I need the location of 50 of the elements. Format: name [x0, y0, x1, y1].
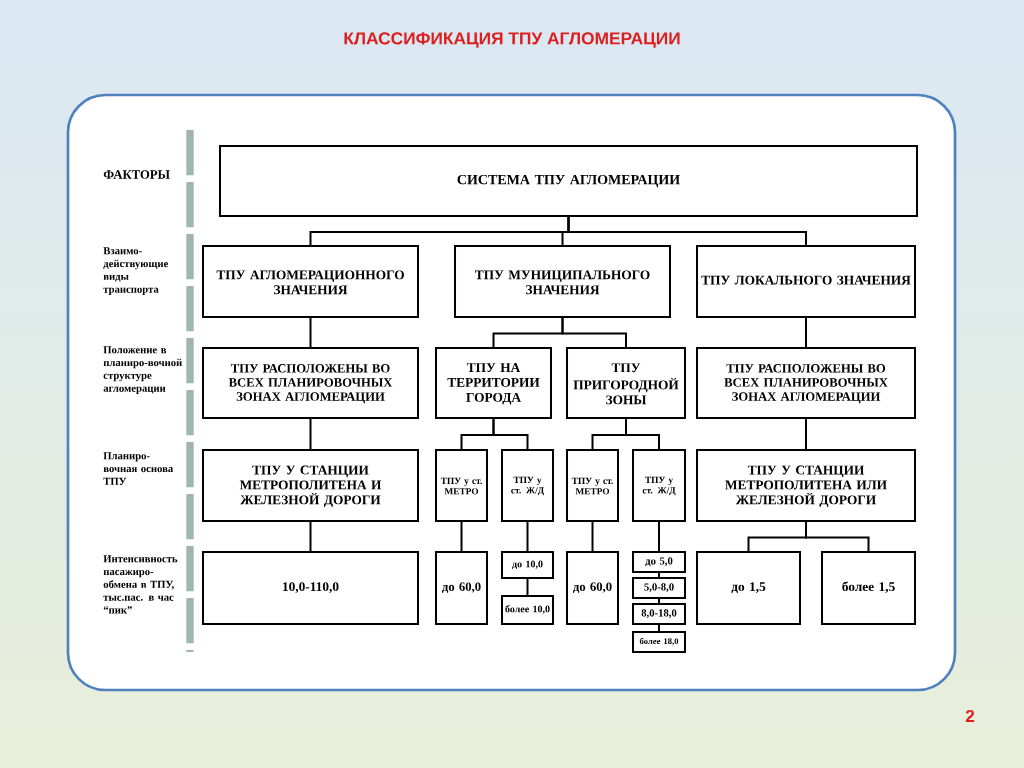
connector-line [805, 418, 807, 450]
category-box: до 60,0 [435, 551, 488, 625]
connector-line [561, 317, 627, 348]
connector-line [309, 521, 312, 552]
value-box: более 10,0 [501, 595, 554, 625]
category-box: до 60,0 [566, 551, 619, 625]
value-box: 8,0-18,0 [632, 603, 686, 625]
category-box: ТПУ У СТАНЦИИ МЕТРОПОЛИТЕНА ИЛИ ЖЕЛЕЗНОЙ ДОРОГИ [696, 449, 916, 522]
value-box: ТПУ у ст. Ж/Д [501, 449, 554, 522]
connector-line [658, 572, 660, 578]
connector-line [658, 598, 660, 604]
value-box: до 5,0 [632, 551, 686, 573]
factor-label: Положение в планиро-вочной структуре агломерации [103, 346, 182, 394]
connector-line [658, 624, 660, 632]
category-box: ТПУ У СТАНЦИИ МЕТРОПОЛИТЕНА И ЖЕЛЕЗНОЙ ДОРОГИ [202, 449, 419, 522]
connector-line [567, 216, 807, 246]
connector-line [309, 418, 312, 450]
factor-label: Планиро-вочная основа ТПУ [103, 452, 174, 485]
value-box: ТПУ у ст. Ж/Д [632, 449, 686, 522]
factor-label: ФАКТОРЫ [103, 170, 170, 179]
connector-line [805, 521, 870, 552]
value-box: до 10,0 [501, 551, 554, 579]
category-box: до 1,5 [696, 551, 801, 625]
connector-line [526, 521, 529, 552]
connector-line [492, 418, 529, 450]
category-box: ТПУ ЛОКАЛЬНОГО ЗНАЧЕНИЯ [696, 245, 916, 318]
page-number: 2 [965, 709, 975, 723]
factor-label: Взаимо-действующие виды транспорта [103, 247, 168, 295]
category-box: ТПУ НА ТЕРРИТОРИИ ГОРОДА [435, 347, 552, 419]
value-box: более 18,0 [632, 631, 686, 653]
category-box: СИСТЕМА ТПУ АГЛОМЕРАЦИИ [219, 145, 918, 217]
category-box: более 1,5 [821, 551, 916, 625]
connector-line [625, 418, 660, 450]
connector-line [591, 521, 594, 552]
value-box: 5,0-8,0 [632, 577, 686, 599]
connector-line [658, 521, 660, 552]
category-box: 10,0-110,0 [202, 551, 419, 625]
category-box: ТПУ РАСПОЛОЖЕНЫ ВО ВСЕХ ПЛАНИРОВОЧНЫХ ЗОНАХ АГЛОМЕРАЦИИ [696, 347, 916, 419]
value-box: ТПУ у ст. МЕТРО [435, 449, 488, 522]
factor-label: Интенсивность пасажиро-обмена в ТПУ, тыс.пас. в час “пик” [103, 555, 178, 614]
category-box: ТПУ ПРИГОРОДНОЙ ЗОНЫ [566, 347, 686, 419]
title: КЛАССИФИКАЦИЯ ТПУ АГЛОМЕРАЦИИ [344, 32, 680, 48]
connector-line [309, 317, 312, 348]
category-box: ТПУ РАСПОЛОЖЕНЫ ВО ВСЕХ ПЛАНИРОВОЧНЫХ ЗОНАХ АГЛОМЕРАЦИИ [202, 347, 419, 419]
connector-line [805, 317, 807, 348]
category-box: ТПУ АГЛОМЕРАЦИОННОГО ЗНАЧЕНИЯ [202, 245, 419, 318]
value-box: ТПУ у ст. МЕТРО [566, 449, 619, 522]
connector-line [526, 578, 529, 596]
connector-line [460, 521, 463, 552]
category-box: ТПУ МУНИЦИПАЛЬНОГО ЗНАЧЕНИЯ [454, 245, 671, 318]
